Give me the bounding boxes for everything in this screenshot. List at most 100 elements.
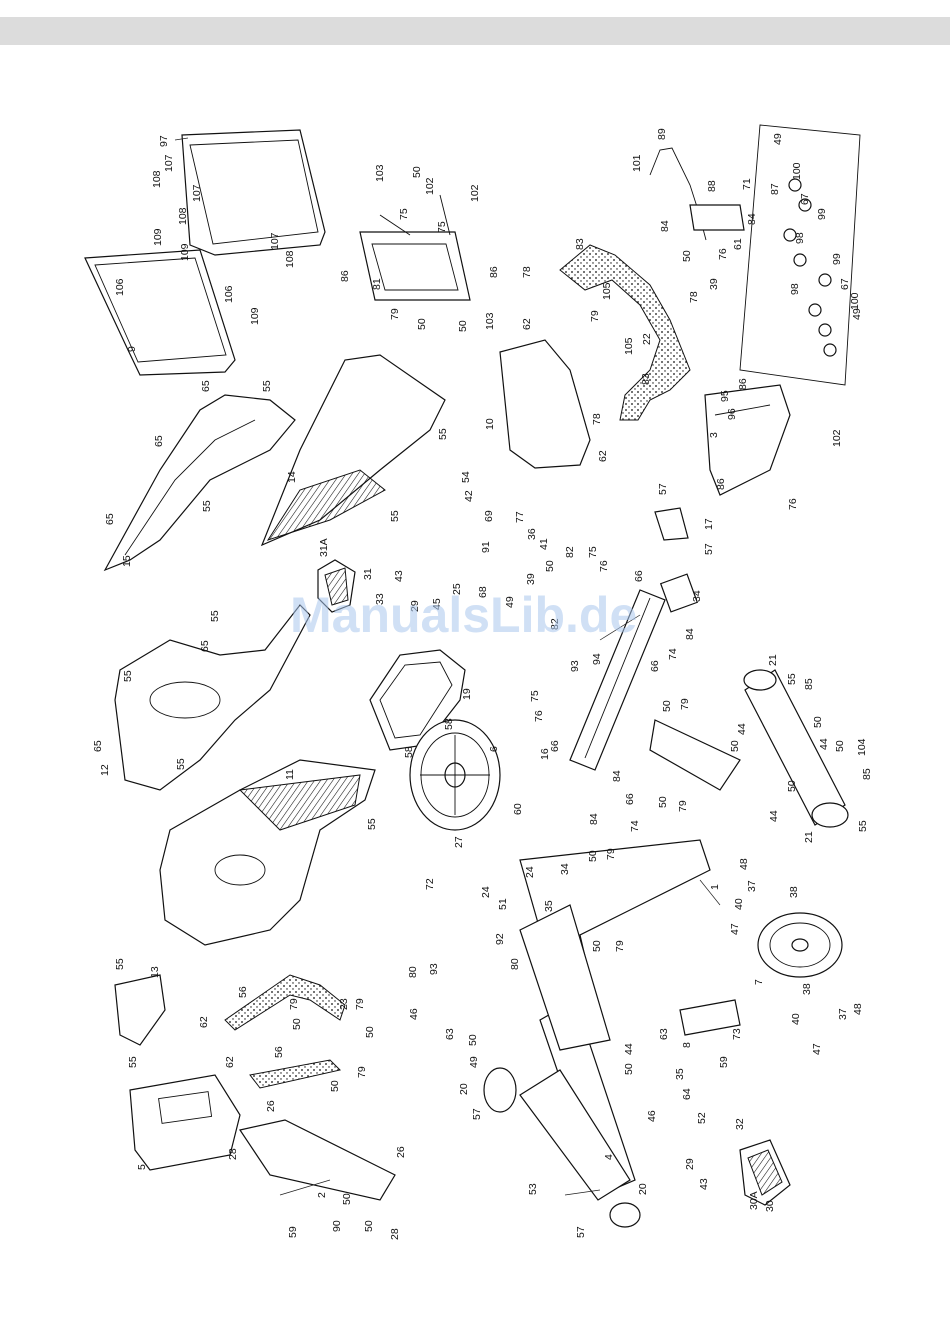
part-label: 36 bbox=[526, 528, 538, 540]
part-label: 76 bbox=[598, 560, 610, 572]
part-label: 102 bbox=[424, 177, 436, 195]
side-cover-lower-part bbox=[159, 759, 376, 946]
part-label: 107 bbox=[163, 154, 175, 172]
part-label: 39 bbox=[708, 278, 720, 290]
part-label: 38 bbox=[801, 983, 813, 995]
part-label: 93 bbox=[569, 660, 581, 672]
end-cap-part bbox=[654, 507, 689, 541]
part-label: 108 bbox=[284, 250, 296, 268]
seat-pad-part bbox=[499, 339, 591, 469]
part-label: 84 bbox=[611, 770, 623, 782]
part-label: 74 bbox=[667, 648, 679, 660]
drive-belt-part bbox=[369, 649, 466, 751]
part-label: 76 bbox=[717, 248, 729, 260]
part-label: 82 bbox=[564, 546, 576, 558]
part-label: 108 bbox=[177, 207, 189, 225]
handlebar-post-part bbox=[239, 1119, 396, 1201]
part-label: 44 bbox=[736, 723, 748, 735]
part-label: 103 bbox=[374, 164, 386, 182]
part-label: 66 bbox=[633, 570, 645, 582]
part-label: 32 bbox=[734, 1118, 746, 1130]
part-label: 35 bbox=[674, 1068, 686, 1080]
part-label: 85 bbox=[861, 768, 873, 780]
part-label: 28 bbox=[389, 1228, 401, 1240]
part-label: 106 bbox=[223, 285, 235, 303]
part-label: 50 bbox=[329, 1080, 341, 1092]
part-label: 35 bbox=[543, 900, 555, 912]
part-label: 55 bbox=[366, 818, 378, 830]
pedal-upper-part bbox=[317, 559, 356, 613]
part-label: 10 bbox=[484, 418, 496, 430]
part-label: 48 bbox=[738, 858, 750, 870]
part-label: 50 bbox=[587, 850, 599, 862]
part-label: 78 bbox=[688, 291, 700, 303]
part-label: 31 bbox=[362, 568, 374, 580]
part-label: 75 bbox=[436, 221, 448, 233]
part-label: 22 bbox=[641, 333, 653, 345]
part-label: 30A bbox=[748, 1191, 760, 1210]
part-label: 105 bbox=[601, 282, 613, 300]
part-label: 67 bbox=[799, 193, 811, 205]
part-label: 56 bbox=[237, 986, 249, 998]
part-label: 97 bbox=[158, 135, 170, 147]
part-label: 38 bbox=[788, 886, 800, 898]
part-label: 55 bbox=[122, 670, 134, 682]
part-label: 50 bbox=[657, 796, 669, 808]
part-label: 79 bbox=[354, 998, 366, 1010]
part-label: 72 bbox=[424, 878, 436, 890]
part-label: 78 bbox=[591, 413, 603, 425]
part-label: 79 bbox=[605, 848, 617, 860]
part-label: 73 bbox=[731, 1028, 743, 1040]
part-label: 50 bbox=[591, 940, 603, 952]
part-label: 43 bbox=[393, 570, 405, 582]
part-label: 92 bbox=[494, 933, 506, 945]
front-stabilizer-part bbox=[519, 1069, 641, 1228]
part-label: 79 bbox=[679, 698, 691, 710]
part-label: 67 bbox=[839, 278, 851, 290]
part-label: 84 bbox=[746, 213, 758, 225]
part-label: 55 bbox=[261, 380, 273, 392]
part-label: 102 bbox=[831, 429, 843, 447]
part-label: 55 bbox=[389, 510, 401, 522]
console-part bbox=[129, 1074, 241, 1171]
part-label: 50 bbox=[623, 1063, 635, 1075]
top-header-bar bbox=[0, 17, 950, 45]
part-label: 78 bbox=[521, 266, 533, 278]
part-label: 93 bbox=[428, 963, 440, 975]
part-label: 94 bbox=[591, 653, 603, 665]
part-label: 17 bbox=[703, 518, 715, 530]
part-label: 16 bbox=[539, 748, 551, 760]
part-label: 5 bbox=[136, 1164, 148, 1170]
part-label: 40 bbox=[733, 898, 745, 910]
part-label: 79 bbox=[288, 998, 300, 1010]
part-label: 66 bbox=[649, 660, 661, 672]
part-label: 66 bbox=[549, 740, 561, 752]
part-label: 109 bbox=[249, 307, 261, 325]
part-label: 74 bbox=[629, 820, 641, 832]
part-label: 57 bbox=[657, 483, 669, 495]
part-label: 7 bbox=[753, 979, 765, 985]
part-label: 98 bbox=[789, 283, 801, 295]
part-label: 44 bbox=[818, 738, 830, 750]
part-label: 99 bbox=[831, 253, 843, 265]
part-label: 21 bbox=[803, 831, 815, 843]
part-label: 55 bbox=[437, 428, 449, 440]
part-label: 34 bbox=[559, 863, 571, 875]
part-label: 65 bbox=[200, 380, 212, 392]
part-label: 39 bbox=[525, 573, 537, 585]
part-label: 55 bbox=[209, 610, 221, 622]
part-label: 51 bbox=[497, 898, 509, 910]
part-label: 86 bbox=[737, 378, 749, 390]
part-label: 88 bbox=[706, 180, 718, 192]
part-label: 65 bbox=[153, 435, 165, 447]
side-cover-right-part bbox=[260, 354, 446, 547]
part-label: 15 bbox=[121, 555, 133, 567]
part-label: 50 bbox=[812, 716, 824, 728]
part-label: 49 bbox=[504, 596, 516, 608]
mount-plate-part bbox=[659, 573, 699, 613]
part-label: 108 bbox=[151, 170, 163, 188]
part-label: 24 bbox=[524, 866, 536, 878]
part-label: 13 bbox=[149, 966, 161, 978]
part-label: 109 bbox=[179, 243, 191, 261]
